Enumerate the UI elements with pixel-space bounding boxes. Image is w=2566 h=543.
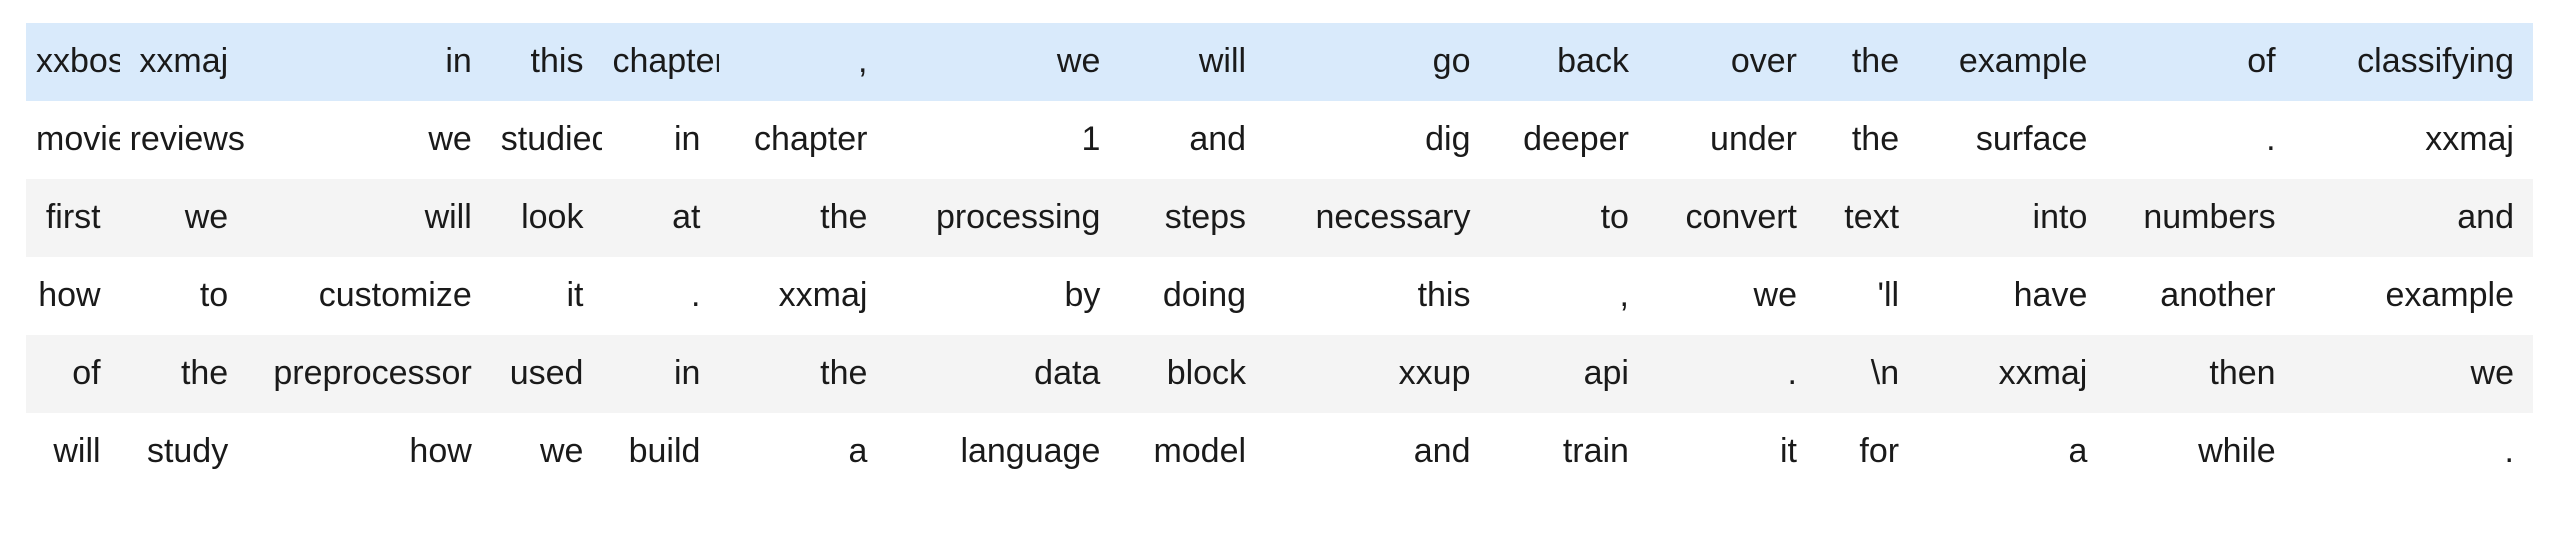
table-cell: then bbox=[2106, 335, 2295, 413]
table-cell: \n bbox=[1816, 335, 1919, 413]
table-cell: in bbox=[602, 101, 720, 179]
table-row[interactable]: first we will look at the processing ste… bbox=[26, 179, 2533, 257]
table-cell: the bbox=[119, 335, 248, 413]
table-cell: a bbox=[1918, 413, 2107, 491]
table-row[interactable]: will study how we build a language model… bbox=[26, 413, 2533, 491]
table-cell: xxmaj bbox=[1918, 335, 2107, 413]
table-cell: will bbox=[247, 179, 491, 257]
table-cell: a bbox=[719, 413, 887, 491]
table-cell: and bbox=[1119, 101, 1266, 179]
table-cell: to bbox=[119, 257, 248, 335]
token-table-body: xxbos xxmaj in this chapter , we will go… bbox=[26, 23, 2533, 491]
table-cell: example bbox=[2294, 257, 2533, 335]
table-cell: to bbox=[1489, 179, 1648, 257]
table-cell: studied bbox=[490, 101, 603, 179]
table-row[interactable]: of the preprocessor used in the data blo… bbox=[26, 335, 2533, 413]
table-cell: by bbox=[886, 257, 1120, 335]
table-cell: the bbox=[1816, 101, 1919, 179]
table-cell: we bbox=[1647, 257, 1816, 335]
table-cell: chapter bbox=[602, 23, 720, 101]
table-cell: first bbox=[26, 179, 120, 257]
table-row[interactable]: how to customize it . xxmaj by doing thi… bbox=[26, 257, 2533, 335]
table-cell: we bbox=[119, 179, 248, 257]
table-cell: text bbox=[1816, 179, 1919, 257]
table-cell: back bbox=[1489, 23, 1648, 101]
table-cell: xxmaj bbox=[119, 23, 248, 101]
table-cell: will bbox=[26, 413, 120, 491]
table-cell: , bbox=[719, 23, 887, 101]
table-cell: chapter bbox=[719, 101, 887, 179]
table-cell: example bbox=[1918, 23, 2107, 101]
table-cell: xxmaj bbox=[2294, 101, 2533, 179]
table-cell: we bbox=[247, 101, 491, 179]
table-cell: used bbox=[490, 335, 603, 413]
table-row[interactable]: xxbos xxmaj in this chapter , we will go… bbox=[26, 23, 2533, 101]
table-cell: go bbox=[1265, 23, 1490, 101]
table-cell: language bbox=[886, 413, 1120, 491]
table-cell: processing bbox=[886, 179, 1120, 257]
table-cell: . bbox=[1647, 335, 1816, 413]
table-cell: this bbox=[1265, 257, 1490, 335]
table-cell: . bbox=[602, 257, 720, 335]
table-cell: xxmaj bbox=[719, 257, 887, 335]
table-cell: . bbox=[2106, 101, 2295, 179]
table-cell: how bbox=[247, 413, 491, 491]
table-cell: the bbox=[719, 179, 887, 257]
table-cell: how bbox=[26, 257, 120, 335]
table-cell: customize bbox=[247, 257, 491, 335]
table-cell: the bbox=[1816, 23, 1919, 101]
table-cell: data bbox=[886, 335, 1120, 413]
table-cell: 'll bbox=[1816, 257, 1919, 335]
table-cell: will bbox=[1119, 23, 1266, 101]
table-cell: look bbox=[490, 179, 603, 257]
table-cell: and bbox=[1265, 413, 1490, 491]
table-cell: numbers bbox=[2106, 179, 2295, 257]
table-cell: deeper bbox=[1489, 101, 1648, 179]
table-cell: preprocessor bbox=[247, 335, 491, 413]
table-cell: block bbox=[1119, 335, 1266, 413]
table-cell: in bbox=[602, 335, 720, 413]
table-cell: movie bbox=[26, 101, 120, 179]
table-cell: under bbox=[1647, 101, 1816, 179]
table-cell: necessary bbox=[1265, 179, 1490, 257]
table-cell: steps bbox=[1119, 179, 1266, 257]
table-cell: this bbox=[490, 23, 603, 101]
table-cell: . bbox=[2294, 413, 2533, 491]
table-cell: it bbox=[490, 257, 603, 335]
table-row[interactable]: movie reviews we studied in chapter 1 an… bbox=[26, 101, 2533, 179]
table-cell: api bbox=[1489, 335, 1648, 413]
table-cell: convert bbox=[1647, 179, 1816, 257]
table-cell: reviews bbox=[119, 101, 248, 179]
table-cell: it bbox=[1647, 413, 1816, 491]
table-cell: while bbox=[2106, 413, 2295, 491]
table-cell: at bbox=[602, 179, 720, 257]
token-table: xxbos xxmaj in this chapter , we will go… bbox=[26, 23, 2533, 491]
table-cell: 1 bbox=[886, 101, 1120, 179]
table-cell: for bbox=[1816, 413, 1919, 491]
table-cell: study bbox=[119, 413, 248, 491]
table-cell: of bbox=[26, 335, 120, 413]
table-cell: xxup bbox=[1265, 335, 1490, 413]
table-cell: in bbox=[247, 23, 491, 101]
table-cell: build bbox=[602, 413, 720, 491]
table-cell: model bbox=[1119, 413, 1266, 491]
table-cell: we bbox=[490, 413, 603, 491]
table-cell: surface bbox=[1918, 101, 2107, 179]
table-cell: over bbox=[1647, 23, 1816, 101]
table-cell: and bbox=[2294, 179, 2533, 257]
table-cell: train bbox=[1489, 413, 1648, 491]
table-cell: into bbox=[1918, 179, 2107, 257]
table-cell: dig bbox=[1265, 101, 1490, 179]
table-cell: we bbox=[886, 23, 1120, 101]
table-cell: , bbox=[1489, 257, 1648, 335]
table-cell: xxbos bbox=[26, 23, 120, 101]
table-cell: of bbox=[2106, 23, 2295, 101]
table-cell: the bbox=[719, 335, 887, 413]
table-cell: another bbox=[2106, 257, 2295, 335]
table-cell: we bbox=[2294, 335, 2533, 413]
table-cell: classifying bbox=[2294, 23, 2533, 101]
table-cell: doing bbox=[1119, 257, 1266, 335]
table-cell: have bbox=[1918, 257, 2107, 335]
